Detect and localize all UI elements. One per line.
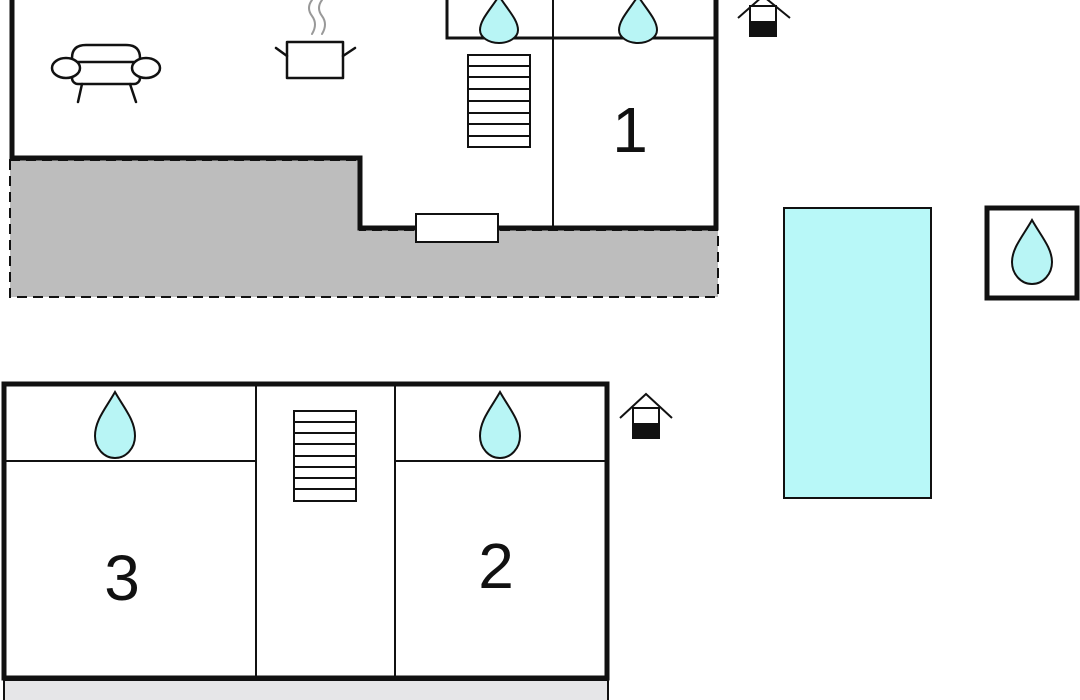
lower-terrace <box>3 679 609 700</box>
room-label-1: 1 <box>612 94 648 166</box>
stairs-icon <box>293 410 357 502</box>
house-entrance-icon <box>619 392 673 439</box>
lower-building: 3 2 <box>1 381 610 700</box>
water-drop-icon <box>617 0 659 44</box>
upper-window <box>415 213 499 243</box>
water-drop-icon <box>478 0 520 44</box>
water-drop-icon <box>1010 217 1054 285</box>
room-label-3: 3 <box>104 542 140 614</box>
room-label-2: 2 <box>478 530 514 602</box>
water-drop-icon <box>93 389 137 459</box>
stairs-icon <box>467 54 531 148</box>
outdoor-shower <box>984 205 1080 301</box>
cooking-pot-icon <box>274 0 357 80</box>
water-drop-icon <box>478 389 522 459</box>
swimming-pool <box>783 207 932 499</box>
upper-building: 1 <box>9 0 719 298</box>
upper-outer-wall <box>9 0 719 231</box>
upper-bathroom-wall <box>445 0 719 40</box>
house-entrance-icon <box>737 0 791 37</box>
sofa-icon <box>50 43 162 104</box>
